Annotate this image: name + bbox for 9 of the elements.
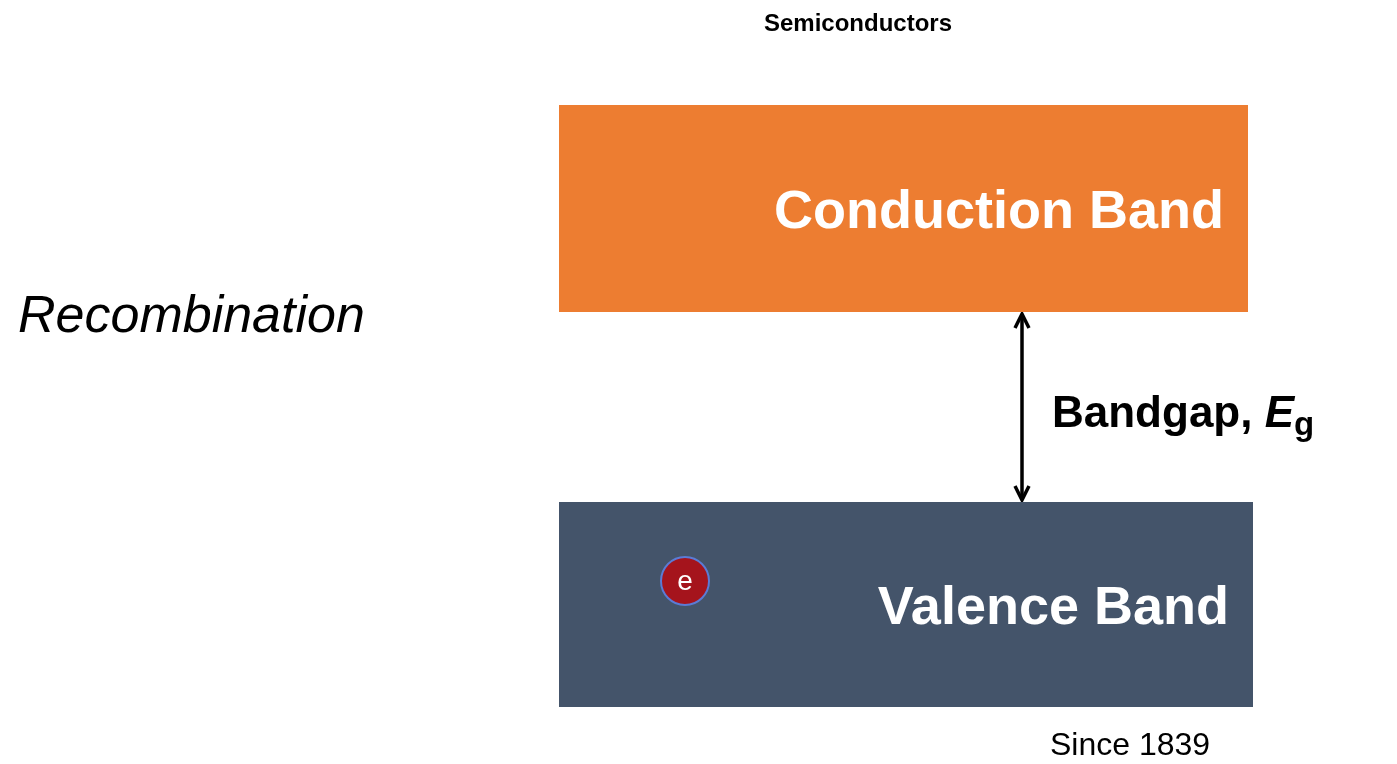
double-arrow xyxy=(1013,312,1031,502)
node-label: Valence Band xyxy=(877,577,1229,632)
node-label: Conduction Band xyxy=(774,181,1224,236)
text-label: Recombination xyxy=(18,284,365,345)
text-label: Since 1839 xyxy=(1050,725,1211,764)
node-label: e xyxy=(677,567,693,595)
valence-band-box xyxy=(559,502,1253,707)
conduction-band-box xyxy=(559,105,1248,312)
title: Semiconductors xyxy=(764,8,953,38)
